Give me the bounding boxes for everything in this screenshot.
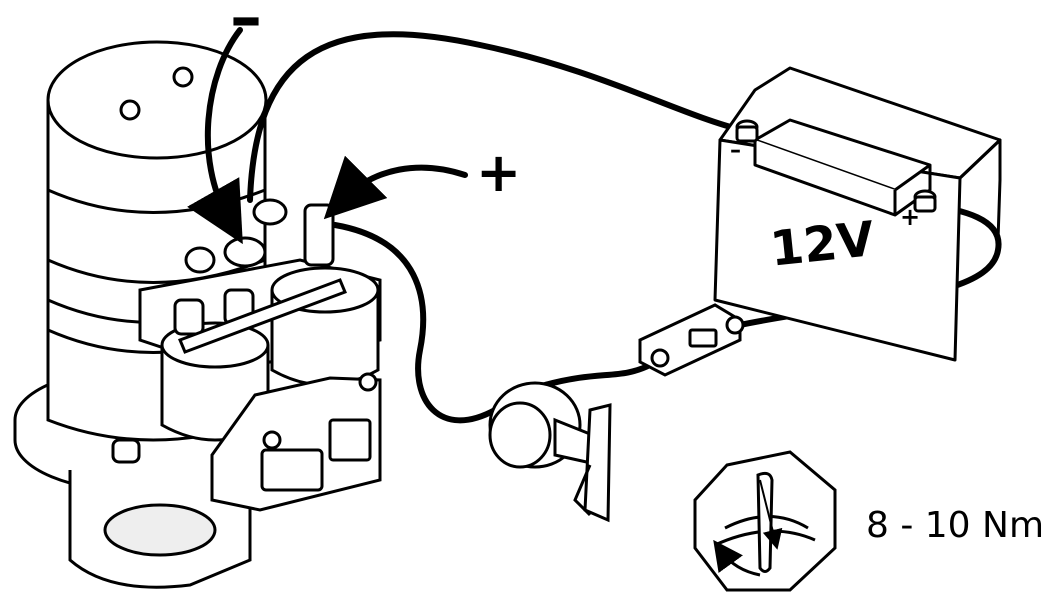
battery-isolator-switch-icon <box>488 381 612 523</box>
fuse-holder-icon <box>638 303 745 377</box>
battery-icon <box>713 66 1002 362</box>
arrows <box>187 27 468 245</box>
battery-negative-label: – <box>730 138 741 163</box>
torque-octagon-icon <box>693 450 837 592</box>
positive-arrow <box>323 155 468 220</box>
negative-arrow <box>187 27 243 245</box>
battery-positive-label: + <box>900 203 921 231</box>
torque-spec-label: 8 - 10 Nm <box>866 505 1045 546</box>
battery-voltage-label: 12V <box>767 211 877 278</box>
relay-block <box>138 198 382 512</box>
negative-symbol-label: – <box>230 0 262 55</box>
positive-symbol-label: + <box>476 141 522 204</box>
